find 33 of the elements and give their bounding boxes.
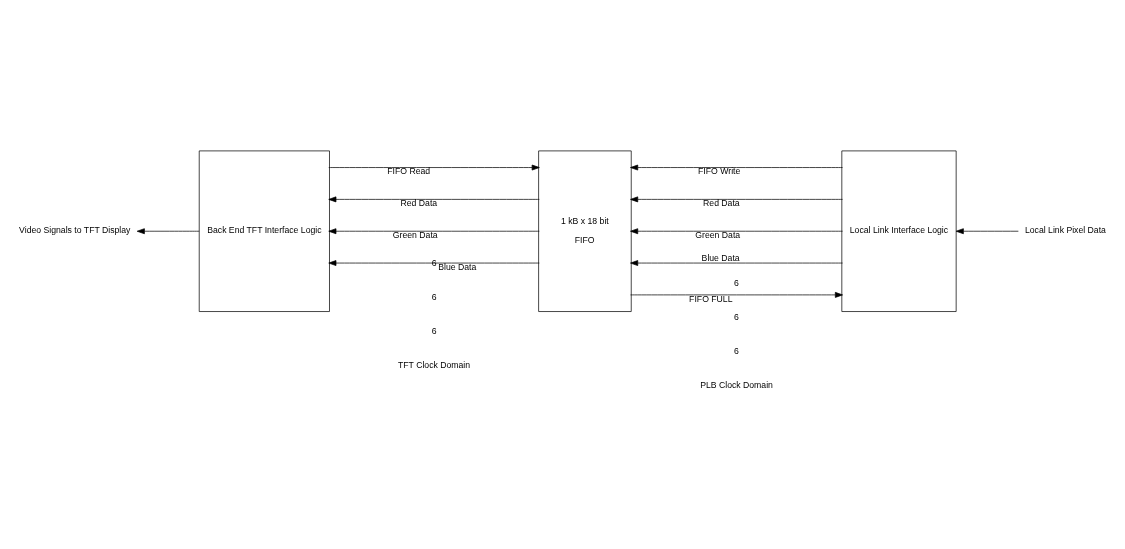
label: 6	[734, 311, 739, 322]
arrow	[328, 196, 540, 202]
arrow	[328, 227, 540, 234]
arrow	[630, 164, 843, 170]
arrow	[136, 227, 200, 234]
node-box: Local Link Interface Logic	[841, 150, 957, 312]
arrow	[630, 227, 843, 234]
label: 6	[431, 257, 437, 268]
label: PLB Clock Domain	[700, 379, 773, 390]
edge-label: Red Data	[400, 197, 438, 208]
edge-label: Green Data	[695, 229, 741, 240]
label: 6	[734, 277, 739, 288]
edge-label: FIFO FULL	[689, 293, 733, 304]
node-text: Local Link Pixel Data	[1024, 224, 1106, 235]
label: 6	[734, 345, 739, 356]
edge-label: FIFO Write	[698, 165, 741, 176]
arrow	[955, 227, 1019, 234]
edge-label: Blue Data	[438, 261, 477, 272]
arrow	[630, 291, 843, 298]
edge-label: FIFO Read	[387, 165, 431, 176]
arrow	[630, 196, 843, 202]
node-text: Video Signals to TFT Display	[19, 224, 131, 235]
edge-label: Green Data	[392, 229, 438, 240]
edge-label: Red Data	[703, 197, 740, 208]
label: TFT Clock Domain	[397, 359, 471, 370]
arrow	[630, 259, 843, 266]
edge-label: Blue Data	[701, 252, 740, 263]
label: 6	[431, 291, 437, 302]
node-box: 1 kB x 18 bit FIFO	[538, 150, 632, 312]
node-box: Back End TFT Interface Logic	[198, 150, 330, 312]
arrow	[328, 164, 540, 170]
label: 6	[431, 325, 437, 336]
arrow	[328, 259, 540, 266]
